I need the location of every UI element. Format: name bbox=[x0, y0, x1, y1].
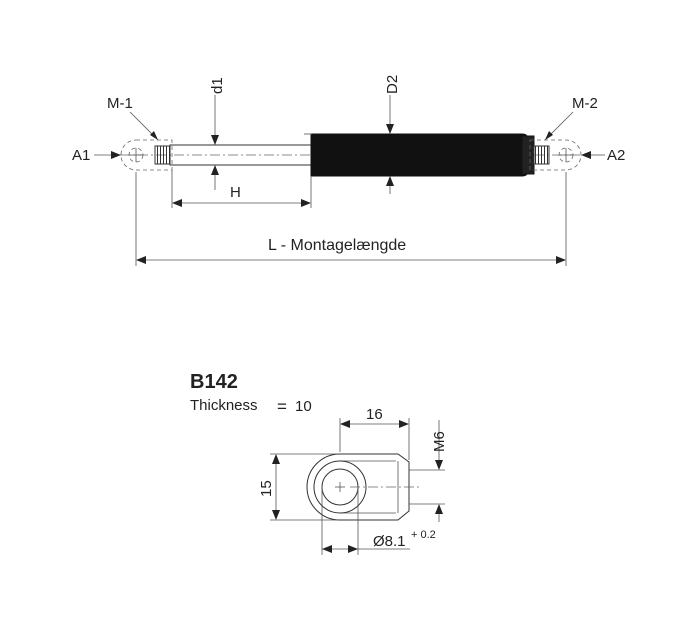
eye-part-inner-step bbox=[340, 460, 396, 514]
d1-dimension: d1 bbox=[209, 77, 226, 190]
dim-m6: M6 bbox=[409, 420, 448, 522]
m1-label: M-1 bbox=[107, 95, 133, 112]
a2-label: A2 bbox=[607, 147, 625, 164]
eye-part-outline bbox=[306, 453, 410, 521]
h-dimension: H bbox=[171, 170, 312, 208]
d1-label: d1 bbox=[209, 77, 226, 94]
a1-label: A1 bbox=[72, 147, 90, 164]
b142-detail: B142 Thickness = 10 16 M6 bbox=[190, 371, 448, 555]
dim-m6-label: M6 bbox=[431, 431, 448, 452]
m2-label: M-2 bbox=[572, 95, 598, 112]
cylinder-end-cap bbox=[521, 135, 535, 175]
eye-outer-ring bbox=[313, 460, 367, 514]
left-thread bbox=[154, 145, 171, 165]
length-dimension: L - Montagelængde bbox=[135, 172, 567, 266]
part-number: B142 bbox=[190, 371, 238, 393]
gas-spring-drawing: M-1 M-2 A1 A2 d1 D2 bbox=[72, 75, 625, 266]
length-label: L - Montagelængde bbox=[268, 237, 406, 254]
thickness-equals: = bbox=[277, 397, 287, 416]
cylinder-body bbox=[310, 133, 529, 177]
dim-16-label: 16 bbox=[366, 406, 383, 423]
dim-hole: Ø8.1 + 0.2 bbox=[321, 487, 436, 555]
thickness-value: 10 bbox=[295, 398, 312, 415]
d2-label: D2 bbox=[384, 75, 401, 94]
dim-15: 15 bbox=[258, 453, 338, 521]
right-end-fitting bbox=[529, 139, 582, 171]
h-label: H bbox=[230, 184, 241, 201]
d2-dimension: D2 bbox=[384, 75, 401, 194]
thickness-label: Thickness bbox=[190, 397, 258, 414]
dim-hole-label: Ø8.1 bbox=[373, 533, 406, 550]
left-end-fitting bbox=[120, 139, 173, 171]
dim-15-label: 15 bbox=[258, 480, 275, 497]
dim-16: 16 bbox=[339, 406, 410, 460]
right-thread bbox=[533, 145, 550, 165]
dim-hole-tolerance: + 0.2 bbox=[411, 529, 436, 541]
